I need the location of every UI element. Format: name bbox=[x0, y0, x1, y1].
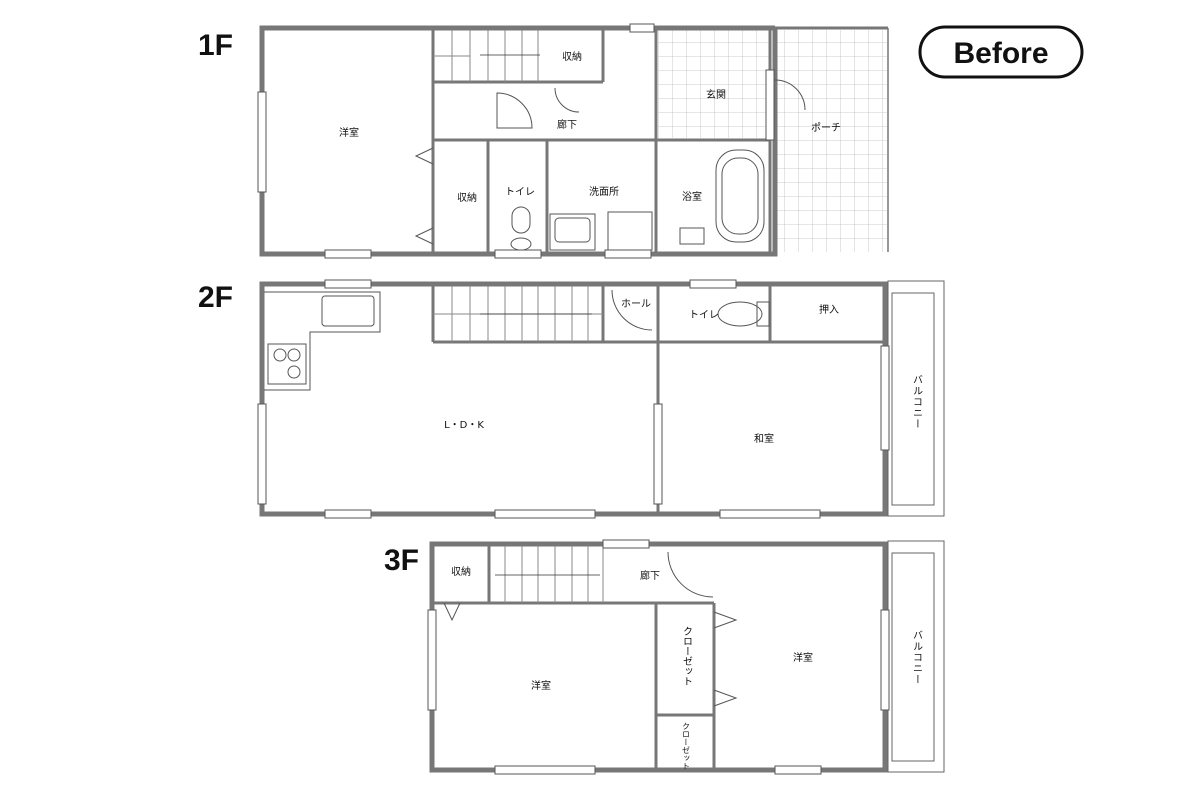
room-1f-storage-top: 収納 bbox=[562, 50, 582, 63]
room-1f-hall: 廊下 bbox=[557, 118, 577, 131]
room-3f-closet-2: クローゼット bbox=[682, 722, 691, 770]
room-1f-storage-side: 収納 bbox=[457, 191, 477, 204]
room-1f-entrance: 玄関 bbox=[706, 88, 726, 101]
entrance-tiles bbox=[658, 30, 770, 138]
1f-outer-wall bbox=[259, 25, 778, 257]
room-2f-hall: ホール bbox=[621, 298, 651, 310]
room-3f-western-2: 洋室 bbox=[793, 651, 813, 664]
floor-label-3f: 3F bbox=[384, 544, 419, 577]
floor-2f: L・D・K ホール トイレ 押入 和室 バルコニー bbox=[257, 279, 945, 519]
room-2f-ldk: L・D・K bbox=[444, 420, 484, 431]
floor-1f: 洋室 収納 収納 廊下 玄関 ポーチ トイレ 洗面所 浴室 bbox=[257, 23, 889, 259]
room-2f-closet: 押入 bbox=[819, 303, 839, 316]
room-3f-western-1: 洋室 bbox=[531, 679, 551, 692]
room-1f-western: 洋室 bbox=[339, 126, 359, 139]
room-3f-closet-1: クローゼット bbox=[681, 626, 693, 686]
floor-label-1f: 1F bbox=[198, 29, 233, 62]
room-1f-porch: ポーチ bbox=[811, 122, 841, 134]
porch-tiles bbox=[775, 30, 887, 252]
room-1f-bath: 浴室 bbox=[682, 190, 702, 203]
room-3f-balcony: バルコニー bbox=[911, 630, 923, 685]
floor-label-2f: 2F bbox=[198, 281, 233, 314]
room-3f-storage: 収納 bbox=[451, 565, 471, 578]
2f-outer-wall bbox=[259, 281, 888, 517]
room-3f-hall: 廊下 bbox=[640, 569, 660, 582]
room-2f-japanese: 和室 bbox=[754, 432, 774, 445]
before-badge: Before bbox=[918, 25, 1084, 79]
badge-text: Before bbox=[953, 37, 1048, 70]
room-1f-washroom: 洗面所 bbox=[589, 186, 619, 198]
floor-3f: 収納 廊下 クローゼット クローゼット 洋室 洋室 バルコニー bbox=[427, 539, 945, 775]
room-2f-balcony: バルコニー bbox=[911, 374, 923, 429]
room-1f-toilet: トイレ bbox=[505, 187, 535, 198]
room-2f-toilet: トイレ bbox=[689, 310, 719, 321]
